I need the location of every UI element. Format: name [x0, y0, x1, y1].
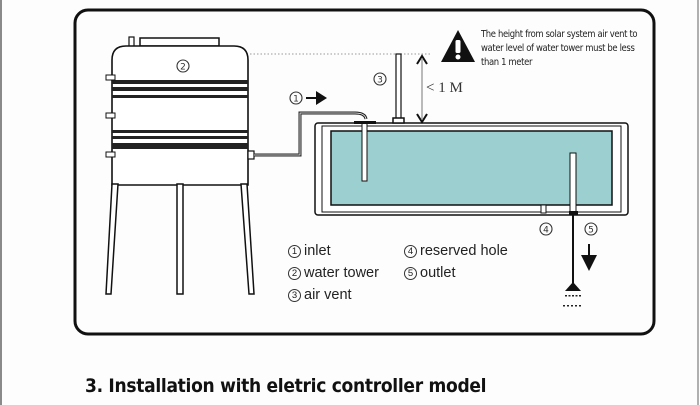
reserved-hole-fitting: [540, 204, 547, 214]
legend-number: 3: [288, 288, 301, 302]
dimension-arrow-down-icon: [416, 113, 428, 124]
water-drops: [563, 295, 581, 307]
solar-tank: [314, 121, 629, 216]
outlet-arrow-icon: [581, 255, 597, 271]
legend-label: outlet: [420, 265, 456, 281]
tower-top-lid: [139, 37, 220, 47]
marker-2-circle: [176, 59, 190, 73]
marker-2: 2: [180, 63, 186, 73]
inlet-arrow-icon: [316, 91, 327, 105]
marker-3-circle: [373, 72, 387, 86]
legend-number: 4: [404, 244, 417, 258]
section-title: 3. Installation with eletric controller …: [85, 375, 487, 397]
legend-label: reserved hole: [420, 243, 508, 259]
tower-outlet-fitting: [247, 150, 255, 160]
tower-leg: [176, 183, 184, 295]
warning-note: The height from solar system air vent to…: [481, 29, 638, 68]
shower-head-icon: [565, 282, 581, 291]
diagram-frame-main: [73, 8, 656, 336]
dimension-arrow-up-icon: [416, 54, 428, 65]
tank-water: [330, 130, 613, 206]
tower-side-clip: [105, 112, 116, 119]
legend-label: water tower: [304, 265, 379, 281]
legend-number: 2: [288, 266, 301, 280]
marker-1-circle: [289, 91, 303, 105]
marker-5: 5: [588, 226, 594, 236]
tower-leg: [240, 183, 255, 295]
page-edge-right: [697, 0, 699, 405]
tower-side-clip: [105, 74, 116, 81]
dimension-label: < 1 M: [426, 80, 463, 96]
marker-4: 4: [543, 226, 549, 236]
page-edge-left: [0, 0, 2, 405]
marker-1: 1: [293, 95, 299, 105]
water-tower: 2: [105, 36, 255, 295]
air-vent-pipe: [395, 53, 402, 121]
marker-4-circle: [539, 222, 553, 236]
tank-inner-frame: [321, 125, 622, 213]
marker-5-circle: [584, 222, 598, 236]
tower-side-clip: [105, 151, 116, 158]
outlet-tube: [569, 152, 577, 214]
legend-number: 5: [404, 266, 417, 280]
tower-leg: [105, 183, 119, 295]
marker-3: 3: [377, 76, 383, 86]
legend-number: 1: [288, 244, 301, 258]
legend-label: inlet: [304, 243, 331, 259]
legend-label: air vent: [304, 287, 352, 303]
inlet-tube: [361, 122, 368, 182]
warning-triangle-icon: [441, 30, 475, 62]
frame-border: [90, 10, 296, 23]
